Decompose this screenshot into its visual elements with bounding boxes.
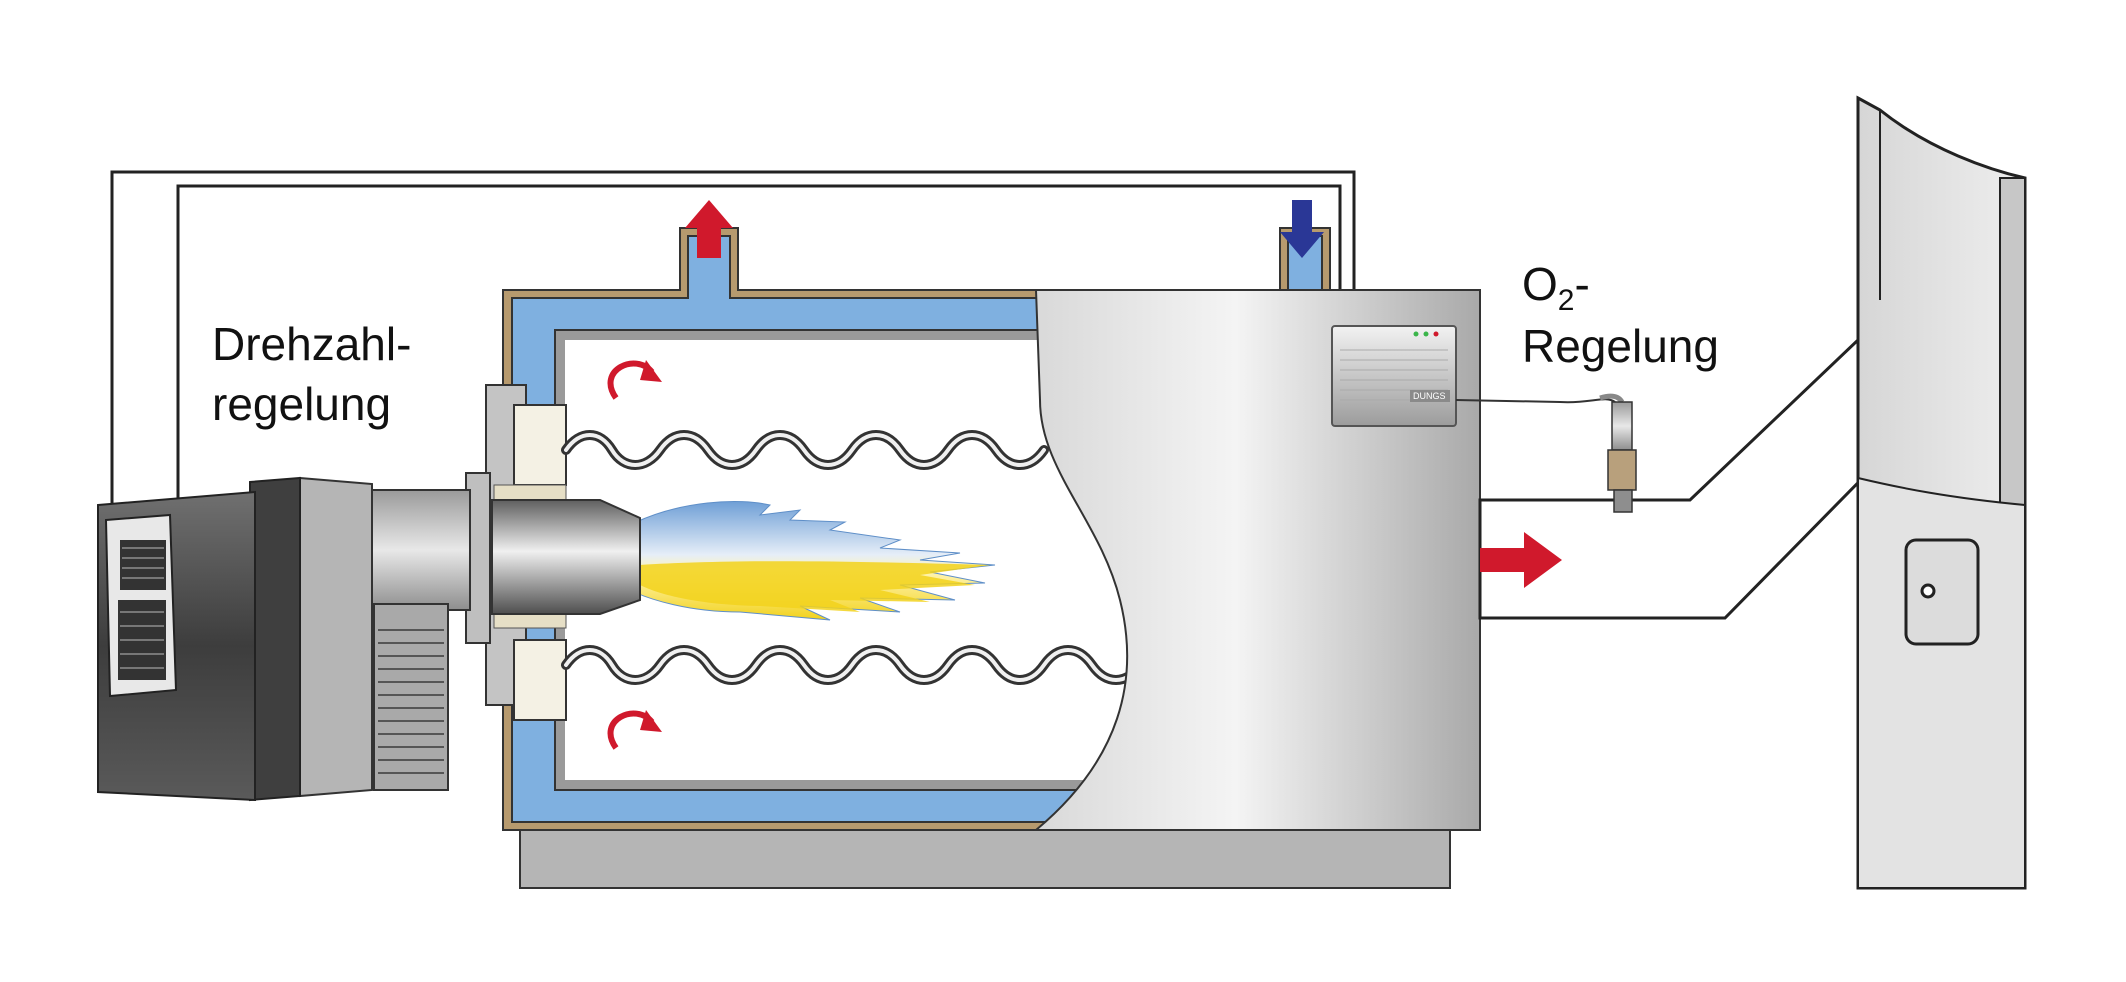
speed-control-panel: [104, 513, 178, 698]
speed-control-label-line2: regelung: [212, 378, 391, 430]
o2-sensor: [1455, 393, 1637, 513]
burner-flame: [629, 501, 996, 621]
arrow-up-icon: [685, 200, 733, 258]
status-led-green: [1423, 331, 1429, 337]
chimney: [1856, 95, 2027, 890]
control-wires: [110, 170, 1356, 503]
o2-hyphen: -: [1574, 258, 1589, 310]
arrow-down-icon: [1280, 200, 1324, 258]
speed-control-label-line1: Drehzahl-: [212, 318, 411, 370]
o2-controller: DUNGS: [1331, 325, 1457, 427]
arrow-right-icon: [1480, 532, 1562, 588]
flue-gas-return-arrows: [607, 360, 662, 750]
boiler-base: [519, 819, 1451, 889]
door-knob: [1920, 583, 1936, 599]
o2-subscript: 2: [1558, 284, 1575, 317]
o2-control-label-line1: O2-: [1522, 258, 1590, 317]
curved-arrow-icon: [607, 360, 662, 400]
status-led-red: [1433, 331, 1439, 337]
status-led-green: [1413, 331, 1419, 337]
curved-arrow-icon: [607, 710, 662, 750]
cleaning-door: [1904, 538, 1980, 646]
controller-brand: DUNGS: [1413, 391, 1446, 401]
o2-control-label-line2: Regelung: [1522, 320, 1719, 372]
o2-symbol: O: [1522, 258, 1558, 310]
burner-motor: [97, 476, 471, 802]
burner-nozzle: [491, 499, 641, 615]
